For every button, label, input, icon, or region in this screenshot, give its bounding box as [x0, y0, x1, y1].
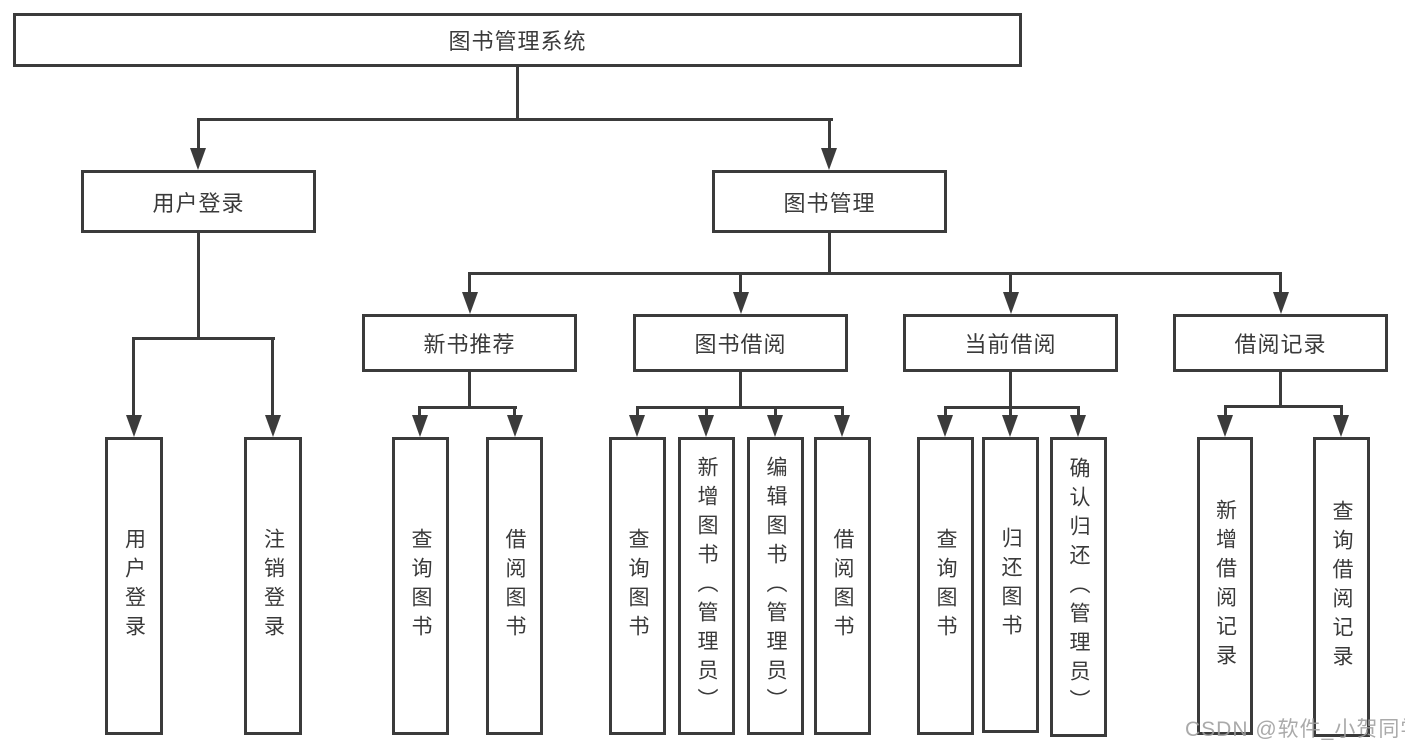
connector-line [636, 406, 639, 419]
connector-line [1009, 272, 1012, 294]
node-label: 查询图书 [626, 528, 649, 644]
connector-line [944, 406, 947, 419]
arrow-down-icon [1070, 415, 1086, 437]
leaf-user-login: 用户登录 [105, 437, 163, 735]
leaf-records-add-borrow-record: 新增借阅记录 [1197, 437, 1253, 735]
connector-line [418, 406, 421, 419]
node-label: 借阅图书 [831, 528, 854, 644]
arrow-down-icon [698, 415, 714, 437]
leaf-borrow-query-books: 查询图书 [609, 437, 666, 735]
node-label: 编辑图书（管理员） [764, 455, 787, 717]
connector-line [1009, 372, 1012, 406]
node-label: 图书借阅 [694, 332, 787, 357]
connector-line [197, 118, 200, 152]
arrow-down-icon [1333, 415, 1349, 437]
arrow-down-icon [937, 415, 953, 437]
node-book-borrow: 图书借阅 [633, 314, 848, 372]
node-label: 确认归还（管理员） [1067, 456, 1090, 718]
connector-line [513, 406, 516, 419]
node-label: 用户登录 [122, 528, 146, 644]
node-label: 归还图书 [999, 527, 1022, 643]
arrow-down-icon [1217, 415, 1233, 437]
node-user-login: 用户登录 [81, 170, 316, 233]
leaf-logout: 注销登录 [244, 437, 302, 735]
csdn-watermark: CSDN @软件_小贺同学 [1185, 718, 1405, 741]
connector-line [197, 118, 833, 121]
arrow-down-icon [629, 415, 645, 437]
connector-line [1077, 406, 1080, 419]
leaf-recommend-borrow-books: 借阅图书 [486, 437, 543, 735]
leaf-borrow-edit-books-admin: 编辑图书（管理员） [747, 437, 804, 735]
arrow-down-icon [767, 415, 783, 437]
node-borrow-records: 借阅记录 [1173, 314, 1388, 372]
connector-line [1009, 406, 1012, 419]
node-label: 当前借阅 [964, 332, 1057, 357]
connector-line [197, 233, 200, 337]
node-label: 新增图书（管理员） [695, 455, 718, 717]
leaf-recommend-query-books: 查询图书 [392, 437, 449, 735]
connector-line [774, 406, 777, 419]
node-book-management: 图书管理 [712, 170, 947, 233]
connector-line [516, 67, 519, 118]
node-label: 借阅图书 [503, 528, 526, 644]
arrow-down-icon [126, 415, 142, 437]
arrow-down-icon [412, 415, 428, 437]
node-label: 查询借阅记录 [1330, 500, 1353, 674]
arrow-down-icon [1273, 292, 1289, 314]
connector-line [1224, 405, 1343, 408]
connector-line [636, 406, 844, 409]
arrow-down-icon [834, 415, 850, 437]
arrow-down-icon [265, 415, 281, 437]
node-label: 注销登录 [261, 528, 285, 644]
connector-line [828, 233, 831, 272]
connector-line [1279, 372, 1282, 405]
connector-line [944, 406, 1080, 409]
connector-line [418, 406, 517, 409]
arrow-down-icon [821, 148, 837, 170]
connector-line [739, 372, 742, 406]
leaf-current-query-books: 查询图书 [917, 437, 974, 735]
node-label: 用户登录 [152, 190, 245, 216]
node-label: 新增借阅记录 [1213, 499, 1237, 673]
connector-line [1224, 405, 1227, 419]
node-label: 图书管理 [783, 190, 876, 216]
connector-line [468, 272, 471, 294]
arrow-down-icon [190, 148, 206, 170]
connector-line [1340, 405, 1343, 419]
node-current-borrow: 当前借阅 [903, 314, 1118, 372]
node-label: 查询图书 [409, 528, 432, 644]
leaf-borrow-borrow-books: 借阅图书 [814, 437, 871, 735]
arrow-down-icon [1002, 415, 1018, 437]
leaf-current-confirm-return-admin: 确认归还（管理员） [1050, 437, 1107, 737]
connector-line [739, 272, 742, 294]
arrow-down-icon [462, 292, 478, 314]
connector-line [271, 337, 274, 419]
connector-line [468, 272, 1282, 275]
arrow-down-icon [733, 292, 749, 314]
connector-line [468, 372, 471, 406]
arrow-down-icon [1003, 292, 1019, 314]
connector-line [132, 337, 275, 340]
leaf-records-query-borrow-record: 查询借阅记录 [1313, 437, 1370, 737]
arrow-down-icon [507, 415, 523, 437]
connector-line [828, 118, 831, 152]
leaf-borrow-add-books-admin: 新增图书（管理员） [678, 437, 735, 735]
connector-line [705, 406, 708, 419]
connector-line [132, 337, 135, 419]
node-label: 借阅记录 [1234, 332, 1327, 357]
connector-line [841, 406, 844, 419]
connector-line [1279, 272, 1282, 294]
node-root-library-system: 图书管理系统 [13, 13, 1022, 67]
node-label: 图书管理系统 [448, 29, 587, 54]
node-label: 查询图书 [934, 528, 957, 644]
node-label: 新书推荐 [423, 332, 516, 357]
node-new-book-recommend: 新书推荐 [362, 314, 577, 372]
leaf-current-return-books: 归还图书 [982, 437, 1039, 733]
